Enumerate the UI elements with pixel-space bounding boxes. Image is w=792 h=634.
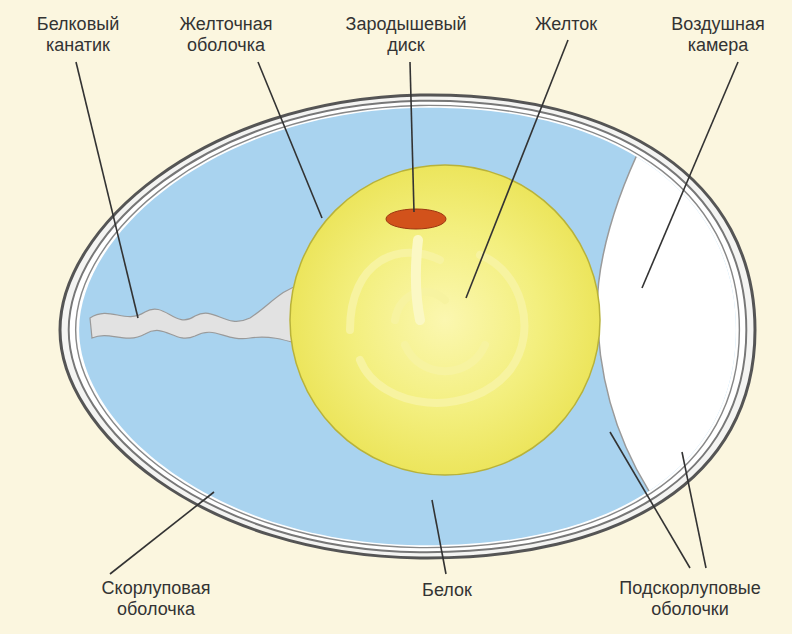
germinal-disc bbox=[386, 209, 446, 229]
part-label: Воздушная камера bbox=[658, 14, 778, 55]
part-label: Зародышевый диск bbox=[336, 14, 476, 55]
chalaza bbox=[90, 285, 302, 345]
yolk-layers bbox=[350, 253, 524, 403]
part-label: Скорлуповая оболочка bbox=[81, 578, 231, 619]
latebra bbox=[416, 240, 420, 320]
part-label: Белковый канатик bbox=[23, 14, 133, 55]
part-label: Желточная оболочка bbox=[161, 14, 291, 55]
part-label: Желток bbox=[535, 14, 597, 35]
yolk bbox=[290, 165, 600, 475]
leader-lines bbox=[76, 40, 738, 574]
part-label: Подскорлуповые оболочки bbox=[605, 578, 775, 619]
part-label: Белок bbox=[422, 580, 472, 601]
